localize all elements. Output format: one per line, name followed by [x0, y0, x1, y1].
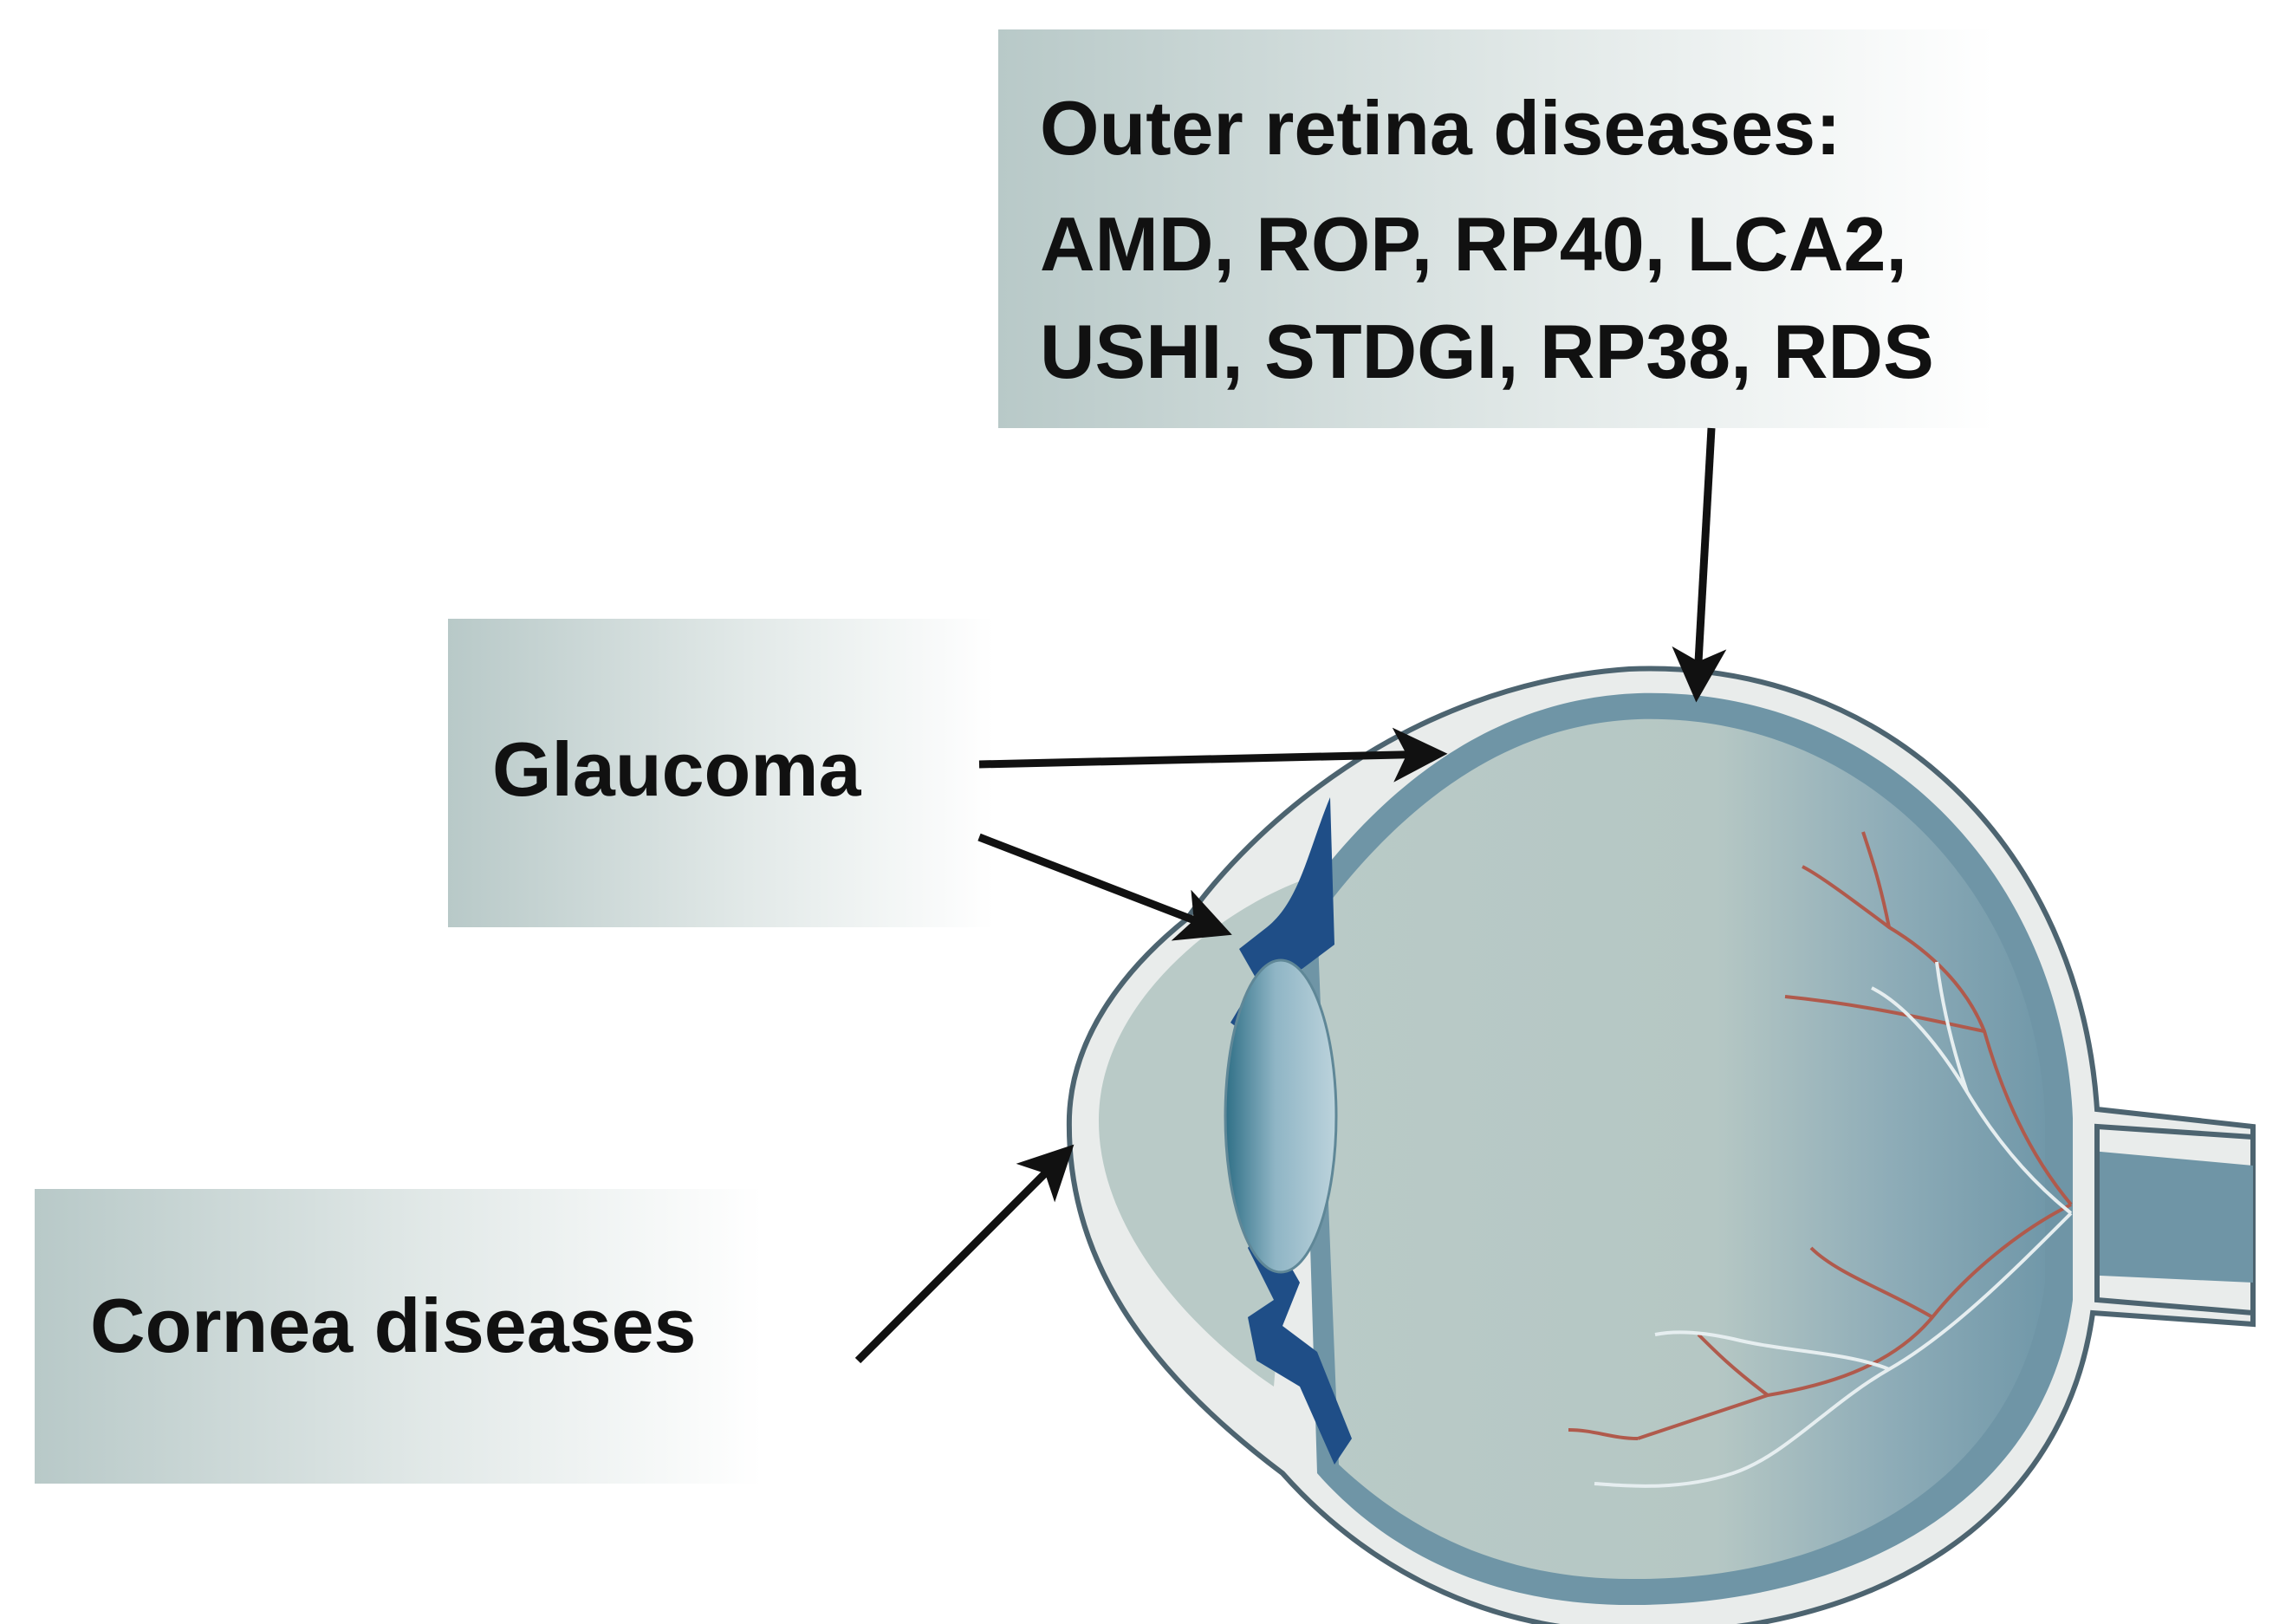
lens [1224, 958, 1338, 1274]
cornea-diseases-label: Cornea diseases [90, 1283, 697, 1368]
vitreous-body [1317, 718, 2045, 1580]
glaucoma-label: Glaucoma [492, 726, 862, 812]
iris-lower [1248, 1222, 1352, 1465]
glaucoma-label-box [448, 619, 994, 927]
cornea-label-box [35, 1189, 763, 1484]
retinal-veins [1594, 961, 2073, 1488]
outer-retina-arrow [1672, 427, 1727, 703]
glaucoma-angle-arrow [977, 833, 1232, 941]
outer-retina-title: Outer retina diseases: [1040, 85, 1841, 171]
retinal-arteries [1568, 831, 2073, 1440]
outer-retina-label-box [998, 29, 1995, 428]
outer-retina-diseases-line1: AMD, ROP, RP40, LCA2, [1040, 201, 1907, 287]
glaucoma-retina-arrow [978, 727, 1448, 783]
optic-nerve-core [2062, 1148, 2253, 1283]
eye-cross-section-icon [1066, 666, 2256, 1624]
cornea-arrow [854, 1144, 1075, 1364]
outer-retina-diseases-line2: USHI, STDGI, RP38, RDS [1040, 309, 1934, 394]
